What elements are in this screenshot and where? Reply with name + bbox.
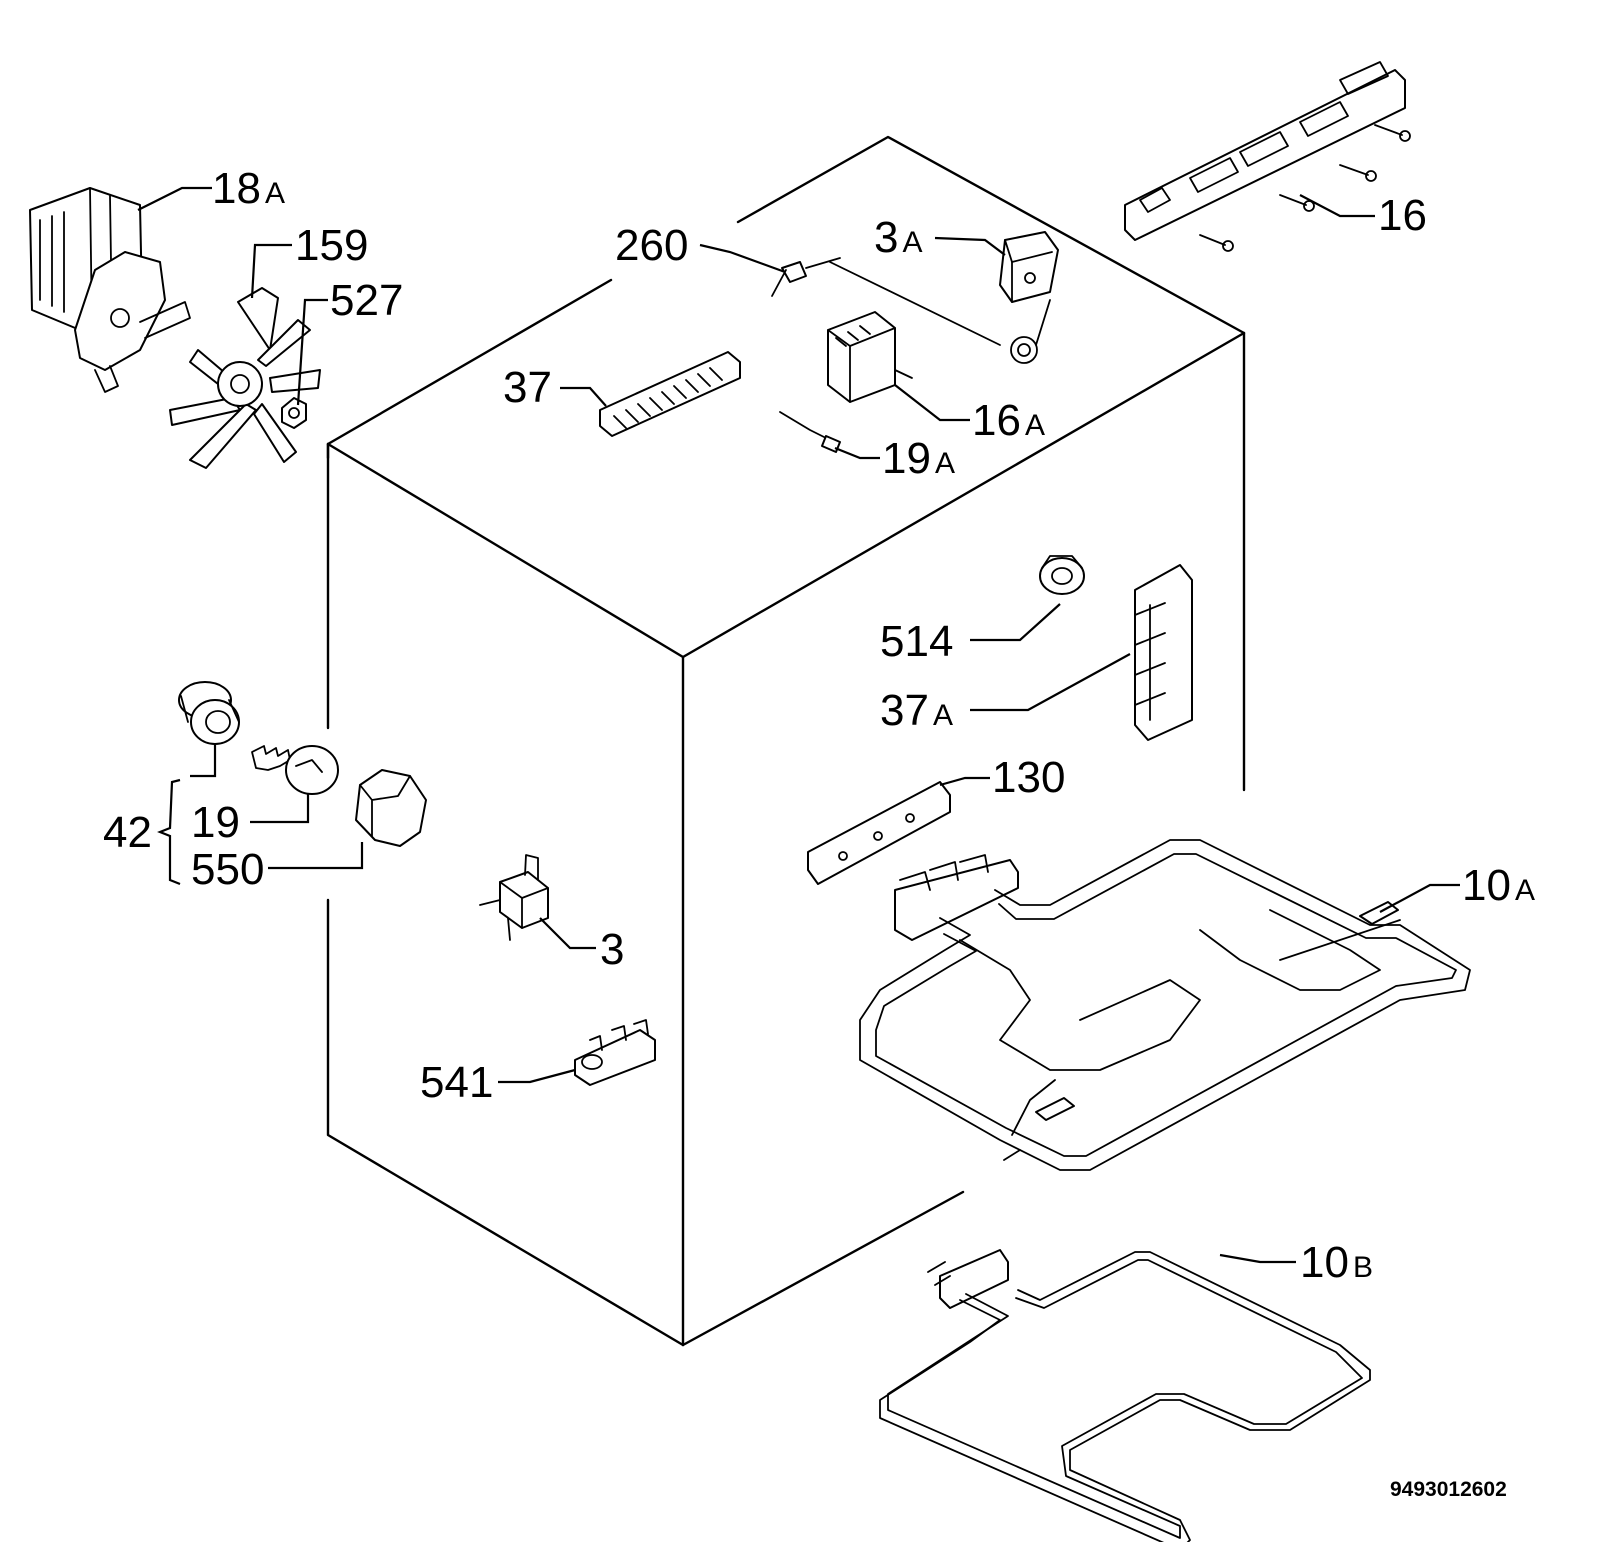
lamp-wire-part [779,411,841,453]
terminal-block-part [1134,564,1193,741]
cutout-thermostat-part [479,854,549,941]
callout-37: 37 [503,363,552,412]
lamp-cover-part [355,769,427,847]
oven-cabinet-outline [326,135,1246,1347]
callout-19: 19 [191,798,240,847]
fan-blade-part [169,287,321,469]
callout-159: 159 [295,221,368,270]
group-brace [157,778,181,886]
lower-element-part [879,1249,1371,1542]
leader-lines [137,186,1460,1264]
control-switch-block-part [1124,61,1411,252]
document-number: 9493012602 [1390,1478,1507,1501]
thermostat-probe-part [771,257,1051,364]
fan-nut-part [281,397,307,429]
callout-550: 550 [191,845,264,894]
callout-527: 527 [330,276,403,325]
connector-part [574,1019,656,1086]
grill-element-part [859,839,1471,1171]
callout-42: 42 [103,808,152,857]
callout-3: 3 [600,925,624,974]
grommet-part [1039,555,1085,595]
callout-541: 541 [420,1058,493,1107]
callout-260: 260 [615,221,688,270]
thermostat-switch-part [999,231,1059,303]
callout-130: 130 [992,753,1065,802]
terminal-strip-part [599,351,741,437]
lamp-holder-part [178,681,240,745]
lamp-bulb-part [251,745,339,795]
callout-16: 16 [1378,191,1427,240]
callout-514: 514 [880,617,953,666]
fan-motor-part [29,187,191,393]
plate-part [807,781,951,885]
